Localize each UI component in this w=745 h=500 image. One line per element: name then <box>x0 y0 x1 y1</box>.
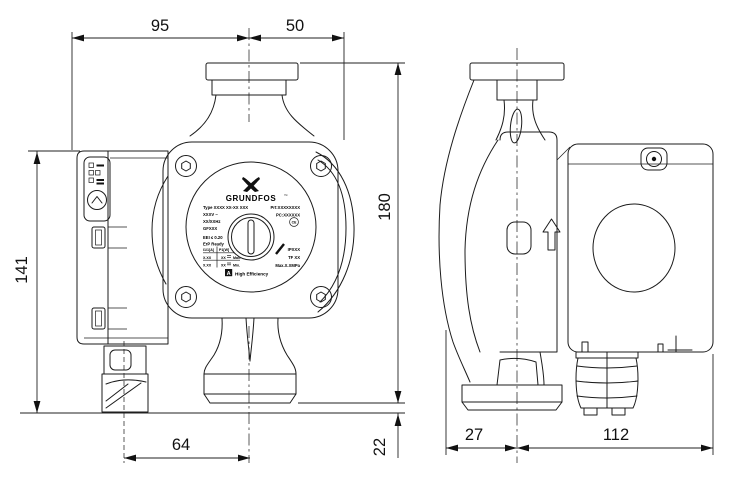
brand-text: GRUNDFOS <box>226 194 277 203</box>
np-tf: TF XX <box>288 255 300 260</box>
front-control-box <box>76 150 169 345</box>
side-cable-connector <box>575 341 639 416</box>
dim-64-label: 64 <box>172 436 190 454</box>
front-screws <box>175 155 332 308</box>
np-type: Type XXXX XX-XX XXX <box>203 205 248 210</box>
front-view: GRUNDFOS ™ Type XXXX XX-XX XXX XXXV ~ XX… <box>13 17 405 463</box>
screw-icon <box>310 286 332 308</box>
np-r2c2: XX <box>221 263 226 267</box>
side-face-circle <box>592 203 676 293</box>
svg-text:CE: CE <box>292 220 297 224</box>
side-volute-outline <box>438 79 499 383</box>
np-eei: EEI ≤ 0.20 <box>203 235 223 240</box>
dimension-27: 27 <box>445 330 517 455</box>
np-tbl-h1: I1/1[A] <box>203 248 214 252</box>
front-nameplate: GRUNDFOS ™ Type XXXX XX-XX XXX XXXV ~ XX… <box>185 161 317 293</box>
np-r1-label: Max. <box>233 256 241 260</box>
front-bottom-flange <box>203 317 297 404</box>
front-face-plate <box>162 141 339 319</box>
dimension-50: 50 <box>249 17 345 140</box>
efficiency-badge: A High Efficiency <box>225 269 269 277</box>
dimension-22: 22 <box>371 413 402 458</box>
side-view: 27 112 <box>438 48 714 463</box>
np-r2-label: Min. <box>233 263 240 267</box>
np-pmax: Max.X.XMPa <box>275 263 300 268</box>
np-ip: IPXXX <box>288 247 301 252</box>
np-efficiency: High Efficiency <box>235 271 269 276</box>
dim-22-label: 22 <box>371 438 389 456</box>
screw-icon <box>640 147 668 171</box>
np-r1c2: XX <box>221 256 226 260</box>
dimension-95: 95 <box>71 17 249 150</box>
np-r1c1: X.XX <box>203 256 212 260</box>
dim-112-label: 112 <box>603 426 629 444</box>
np-erp: ErP Ready <box>203 242 225 247</box>
vent-slot <box>91 226 127 249</box>
dimension-64: 64 <box>124 436 250 462</box>
badge-letter: A <box>227 271 231 277</box>
dimension-180: 180 <box>298 62 405 404</box>
front-volute-outline <box>151 151 355 313</box>
dimension-112: 112 <box>517 354 714 455</box>
np-freq: XX/XXHz <box>203 219 220 224</box>
np-pc: PC:XXXXXX <box>276 213 300 218</box>
np-table: I1/1[A] P1[W] X.XX XX Max. X.XX XX Min. <box>203 246 241 268</box>
screw-icon <box>175 155 197 177</box>
screw-icon <box>310 155 332 177</box>
selector-button[interactable] <box>87 190 107 210</box>
brand-tm: ™ <box>284 194 288 198</box>
side-bottom-flange <box>461 351 563 411</box>
led-indicators-icon <box>88 162 104 185</box>
dim-180-label: 180 <box>376 193 394 221</box>
dimension-141: 141 <box>13 150 80 413</box>
np-part: Prt:XXXXXXXX <box>270 205 300 210</box>
display-panel <box>83 156 111 222</box>
dim-27-label: 27 <box>465 426 483 444</box>
front-top-flange <box>189 62 315 137</box>
np-tbl-h2: P1[W] <box>219 248 229 252</box>
front-cable-connector <box>101 345 149 413</box>
np-voltage: XXXV ~ <box>203 212 218 217</box>
flow-arrow-icon <box>542 218 561 251</box>
np-model: GFXXX <box>203 226 217 231</box>
grundfos-logo-icon <box>242 177 260 192</box>
knob-needle <box>275 243 285 255</box>
dim-141-label: 141 <box>13 256 31 284</box>
np-r2c1: X.XX <box>203 263 212 267</box>
speed-knob[interactable] <box>227 213 285 261</box>
dim-50-label: 50 <box>286 17 304 35</box>
side-control-box <box>567 143 714 353</box>
side-top-flange <box>469 62 565 144</box>
side-rotor-column <box>499 131 571 353</box>
ce-mark-icon: CE <box>289 217 299 227</box>
dim-95-label: 95 <box>151 17 169 35</box>
vent-slot <box>91 307 127 330</box>
screw-icon <box>175 286 197 308</box>
